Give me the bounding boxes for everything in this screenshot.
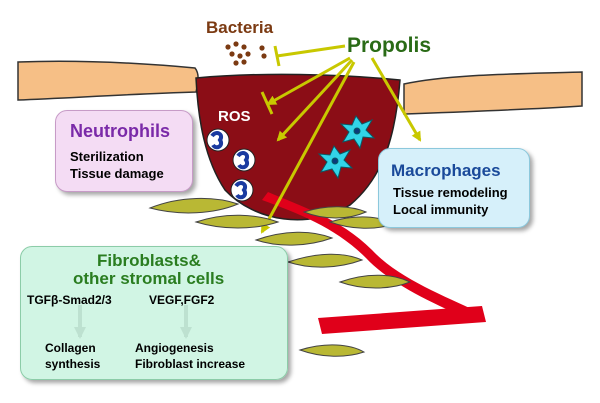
pathway-tgf-smad: TGFβ-Smad2/3 [27,293,112,307]
ros-label: ROS [218,108,251,125]
outcome-collagen-2: synthesis [45,357,101,371]
neutrophils-function-2: Tissue damage [70,166,164,181]
macrophages-box: Macrophages Tissue remodeling Local immu… [378,148,530,228]
blood-vessel-branch [318,306,486,334]
skin-layer-left [17,60,199,101]
outcome-fibroblast-increase: Fibroblast increase [135,357,246,371]
fibroblast-cells [148,197,412,357]
blood-vessel [262,192,482,322]
fibroblasts-box: Fibroblasts& other stromal cells TGFβ-Sm… [20,246,288,380]
outcome-angiogenesis: Angiogenesis [135,341,214,355]
bacteria-cluster [225,41,267,66]
skin-layer-right [403,71,583,115]
macrophages-title: Macrophages [391,161,501,180]
fibroblasts-title-2: other stromal cells [73,269,225,288]
propolis-label: Propolis [347,34,432,57]
propolis-arrows [260,56,422,234]
propolis-inhibits-ros [260,91,274,115]
bacteria-label: Bacteria [206,18,274,37]
macrophages-function-1: Tissue remodeling [393,185,508,200]
pathway-vegf-fgf: VEGF,FGF2 [149,293,215,307]
macrophage-cells [317,115,376,180]
outcome-collagen-1: Collagen [45,341,96,355]
macrophages-function-2: Local immunity [393,202,489,217]
neutrophils-box: Neutrophils Sterilization Tissue damage [55,110,193,192]
neutrophils-function-1: Sterilization [70,149,144,164]
fibroblasts-title-1: Fibroblasts& [97,251,201,270]
neutrophils-title: Neutrophils [70,121,171,141]
propolis-inhibits-bacteria [273,44,346,67]
neutrophil-cells [206,128,256,202]
